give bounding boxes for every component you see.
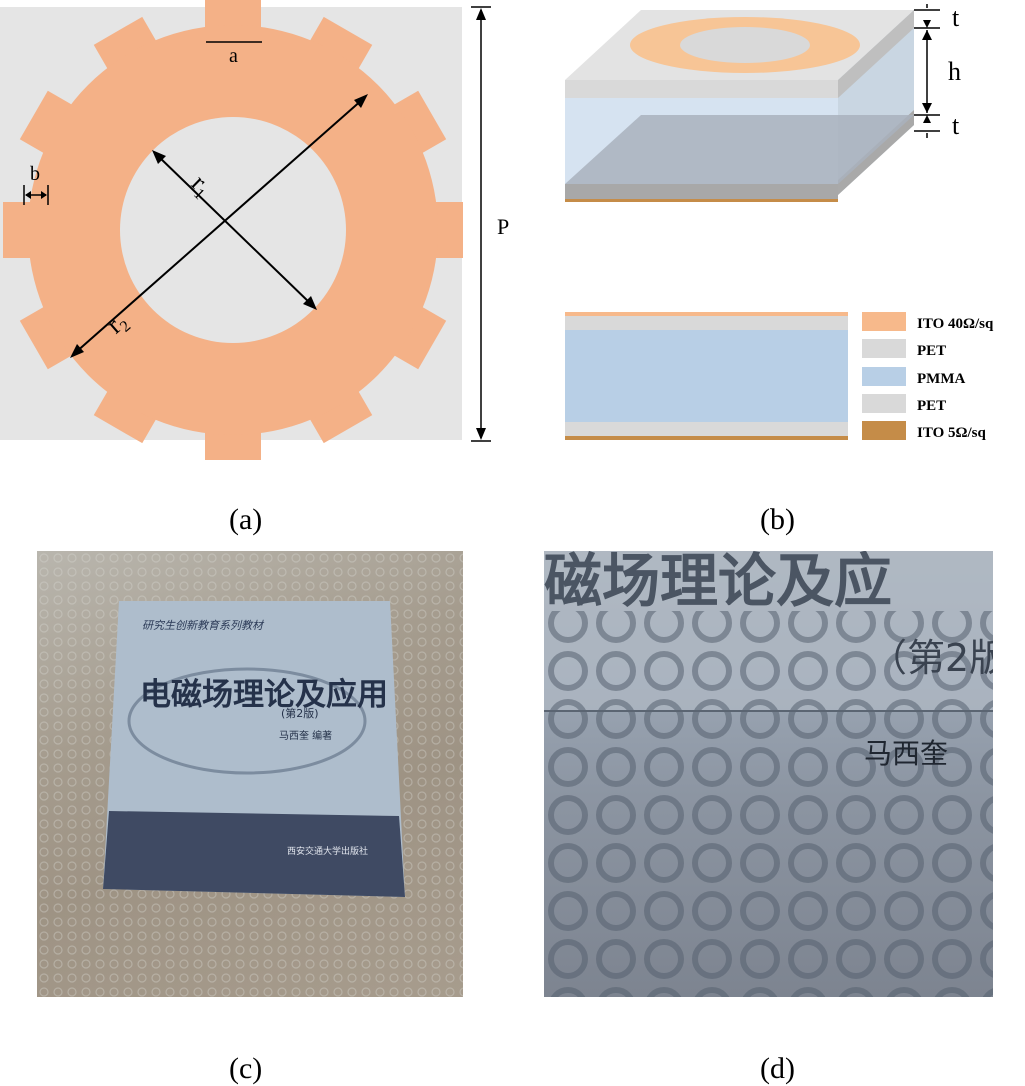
caption-a: (a) [229,503,263,536]
book-series: 研究生创新教育系列教材 [142,619,265,632]
layer-legend: ITO 40Ω/sq PET PMMA PET ITO 5Ω/sq [862,312,994,441]
top-face [565,10,914,80]
front-pmma [565,98,838,184]
xs-pet-top [565,316,848,330]
label-a: a [229,45,238,67]
panel-d-scene: 磁场理论及应 （第2版 马西奎 [544,551,993,997]
book-publisher: 西安交通大学出版社 [287,845,368,857]
p-dimension-arrow [471,6,491,442]
side-face [838,10,914,195]
caption-d: (d) [760,1052,795,1085]
xs-ito-bottom [565,436,848,440]
front-top-pet [565,80,838,98]
legend-label: ITO 5Ω/sq [917,425,987,441]
label-h: h [948,57,961,86]
label-t-top: t [952,3,960,32]
layer-cross-section [565,312,848,440]
gear-tooth [19,90,83,160]
book-author: 马西奎 编著 [279,729,332,742]
xs-pmma [565,330,848,422]
gear-tooth [383,300,447,370]
gear-tooth [19,300,83,370]
gear-tooth [93,380,163,444]
panel-d-photo: 磁场理论及应 （第2版 马西奎 [544,551,993,997]
legend-swatch [862,394,906,413]
layer-stack-3d [565,10,914,202]
b-dimension-marker [23,185,49,205]
label-p: P [497,214,509,239]
label-t-bottom: t [952,111,960,140]
legend-label: PET [917,398,946,414]
legend-swatch [862,312,906,331]
thickness-dimensions [914,4,940,138]
caption-b: (b) [760,503,795,536]
book-title: 电磁场理论及应用 [140,677,388,713]
photo-title-fragment: 磁场理论及应 [544,551,892,615]
panel-c-photo: 研究生创新教育系列教材 电磁场理论及应用 (第2版) 马西奎 编著 西安交通大学… [37,551,463,997]
photo-author-fragment: 马西奎 [864,737,948,770]
gear-tooth [383,90,447,160]
book-cover-ring [127,667,367,775]
legend-swatch [862,367,906,386]
panel-c-scene: 研究生创新教育系列教材 电磁场理论及应用 (第2版) 马西奎 编著 西安交通大学… [37,551,463,997]
panel-a-unit-cell: a b r1 r2 P [0,0,509,460]
top-gear-pattern [630,17,860,73]
gear-tooth [303,380,373,444]
caption-c: (c) [229,1052,263,1085]
front-bottom-ito [565,199,838,202]
xs-pet-bottom [565,422,848,436]
book-edition: (第2版) [281,706,319,720]
top-gear-hole [680,27,810,63]
r2-dimension-arrow [70,94,368,358]
r1-dimension-arrow [152,150,317,310]
legend-swatch [862,339,906,358]
inner-bottom-face [565,115,914,184]
legend-label: ITO 40Ω/sq [917,316,994,332]
photo-edition-fragment: （第2版 [869,636,993,680]
legend-label: PMMA [917,371,965,387]
book-cover-band [103,811,405,897]
label-b: b [30,163,40,185]
gear-tooth [303,16,373,80]
xs-ito-top [565,312,848,316]
metasurface-gear-array [544,611,993,997]
gear-tooth [93,16,163,80]
legend-swatch [862,421,906,440]
legend-label: PET [917,343,946,359]
front-bottom-pet [565,184,838,199]
